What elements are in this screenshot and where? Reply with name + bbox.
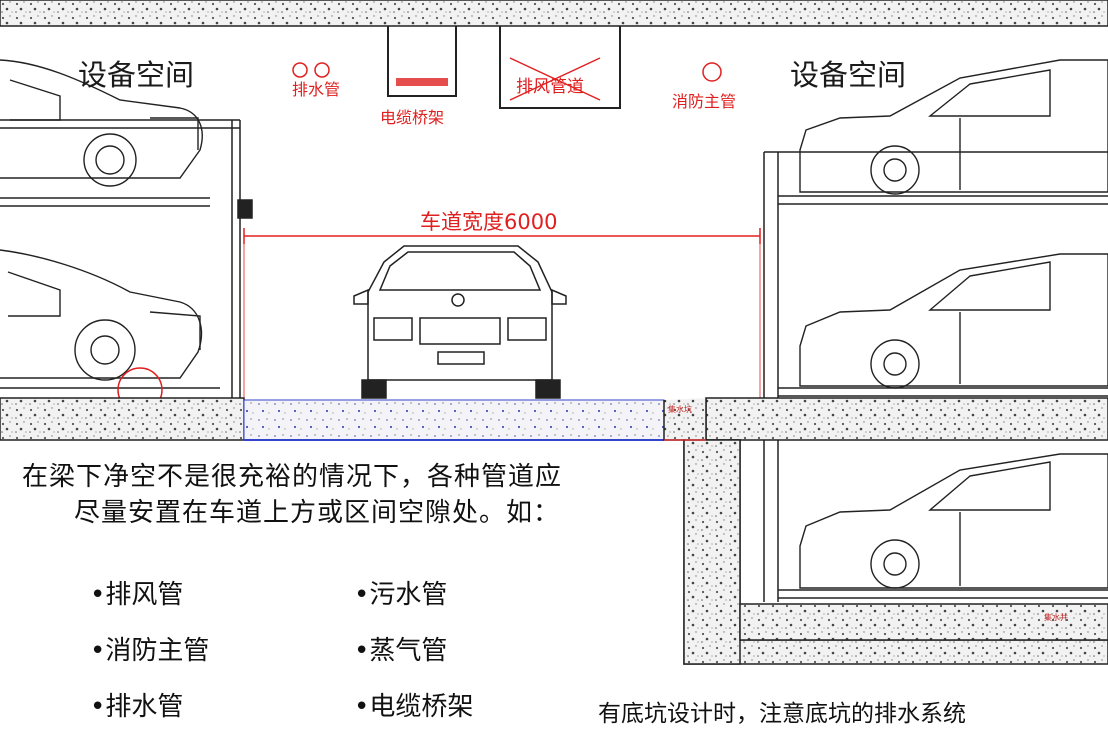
lane-width-dimension [243, 228, 761, 398]
cable-tray-box [387, 26, 457, 97]
exhaust-duct-label: 排风管道 [516, 77, 584, 97]
top-slab [0, 0, 1108, 27]
cable-tray-label: 电缆桥架 [380, 108, 445, 127]
bullet-fire-main: •消防主管 [90, 636, 210, 666]
pit-floor [739, 603, 1108, 641]
right-middle-car [799, 253, 1108, 389]
bullet-sewage-pipe: •污水管 [354, 580, 448, 610]
pit-sump-tag: 集水井 [1044, 613, 1068, 622]
description-line-1: 在梁下净空不是很充裕的情况下，各种管道应 [22, 462, 563, 492]
drain-pipe-circle-2 [314, 62, 330, 78]
drain-pipe-circle-1 [292, 62, 308, 78]
right-equipment-space-label: 设备空间 [790, 58, 907, 92]
bullet-cable-tray: •电缆桥架 [354, 692, 474, 722]
fire-main-label: 消防主管 [672, 92, 737, 111]
left-lower-car [0, 249, 203, 413]
right-parking-frame [763, 151, 1108, 602]
center-lane-slab [243, 399, 665, 441]
bullet-exhaust-pipe: •排风管 [90, 580, 184, 610]
right-ground-slab [705, 397, 1108, 441]
lane-width-label: 车道宽度6000 [420, 210, 558, 234]
center-front-car [353, 245, 567, 399]
pit-wall-left [683, 439, 741, 665]
left-upper-car [0, 59, 203, 187]
left-ground-slab [0, 397, 245, 441]
left-sump-tag: 集水坑 [668, 405, 692, 414]
exhaust-duct-box [499, 26, 621, 109]
right-pit-car [799, 453, 1108, 589]
description-line-2: 尽量安置在车道上方或区间空隙处。如： [74, 498, 561, 528]
bullet-drain-pipe: •排水管 [90, 692, 184, 722]
left-equipment-space-label: 设备空间 [78, 58, 195, 92]
left-parking-structure [0, 119, 253, 398]
drain-pipe-label: 排水管 [292, 80, 341, 99]
bullet-steam-pipe: •蒸气管 [354, 636, 448, 666]
pit-drainage-note: 有底坑设计时，注意底坑的排水系统 [598, 701, 966, 727]
right-top-car [799, 59, 1108, 195]
fire-main-circle [702, 62, 722, 82]
